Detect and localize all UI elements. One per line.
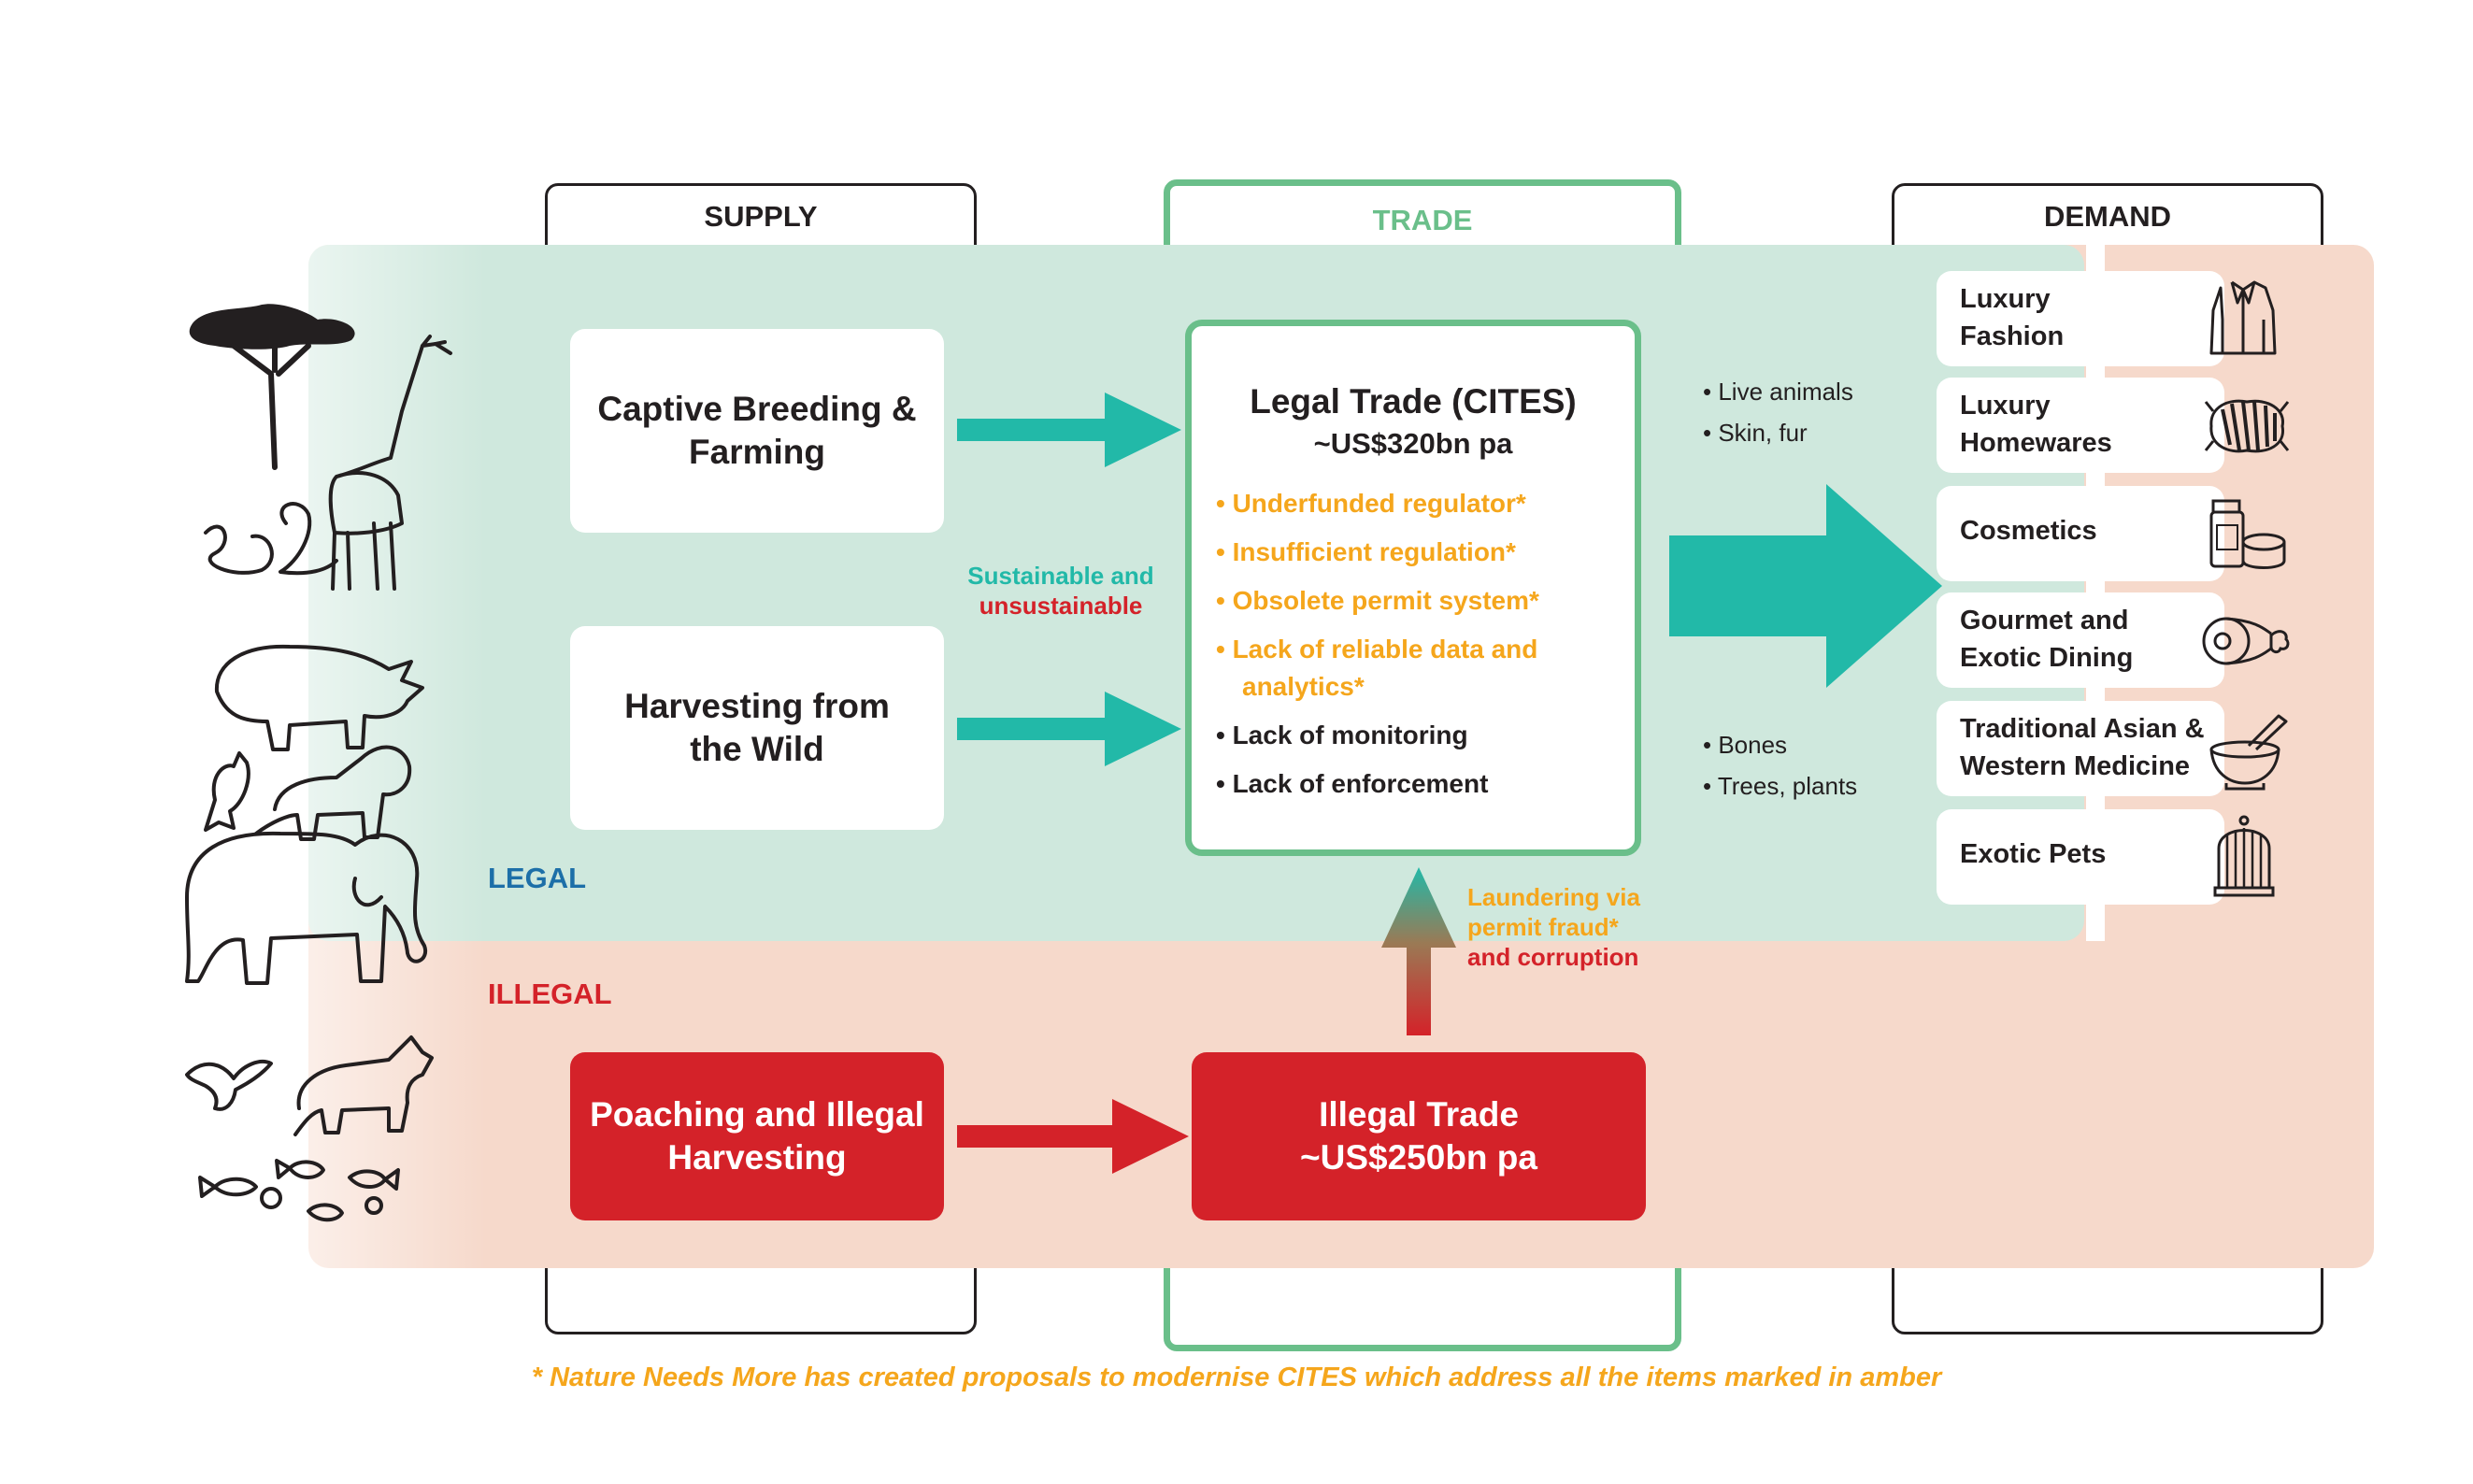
- demand-luxury-homewares: Luxury Homewares: [1937, 378, 2290, 473]
- demand-heading: DEMAND: [2043, 200, 2172, 233]
- supply-heading: SUPPLY: [704, 200, 818, 233]
- captive-breeding-box: Captive Breeding & Farming: [570, 329, 944, 533]
- issue-regulation: • Insufficient regulation*: [1216, 537, 1516, 566]
- giraffe-icon: [328, 335, 452, 591]
- lion-icon: [254, 745, 412, 841]
- cosmetic-jar-icon: [2209, 499, 2286, 569]
- snake-icon: [204, 524, 274, 575]
- demand-cosmetics: Cosmetics: [1937, 486, 2286, 581]
- trade-heading: TRADE: [1372, 204, 1473, 236]
- illegal-trade-title: Illegal Trade: [1319, 1095, 1519, 1134]
- demand-label: Gourmet and Exotic Dining: [1960, 606, 2134, 673]
- wolf-icon: [293, 1035, 434, 1136]
- sustainable-text: Sustainable and: [967, 562, 1154, 590]
- wild-arrow: [957, 692, 1181, 766]
- zebra-rug-icon: [2204, 399, 2290, 453]
- fish-icon: [198, 1159, 400, 1222]
- illegal-trade-value: ~US$250bn pa: [1300, 1138, 1537, 1177]
- mortar-pestle-icon: [2209, 714, 2288, 791]
- acacia-tree-icon: [189, 304, 355, 470]
- demand-label: Luxury Fashion: [1960, 284, 2065, 351]
- sustainable-note: Sustainable and unsustainable: [944, 561, 1178, 621]
- product-bones: • Bones: [1703, 731, 1788, 759]
- legal-trade-box: Legal Trade (CITES) ~US$320bn pa • Under…: [1185, 320, 1641, 856]
- harvesting-wild-label: Harvesting from the Wild: [624, 687, 890, 768]
- product-skin-fur: • Skin, fur: [1703, 419, 1808, 447]
- harvesting-wild-box: Harvesting from the Wild: [570, 626, 944, 830]
- issue-monitoring: • Lack of monitoring: [1216, 721, 1468, 749]
- product-trees-plants: • Trees, plants: [1703, 772, 1858, 800]
- poaching-label: Poaching and Illegal Harvesting: [590, 1095, 924, 1177]
- demand-arrow: [1669, 484, 1942, 688]
- illegal-label: ILLEGAL: [488, 977, 612, 1010]
- illegal-trade-box: Illegal Trade ~US$250bn pa: [1192, 1052, 1646, 1220]
- laundering-line2: permit fraud*: [1467, 913, 1619, 941]
- demand-traditional-medicine: Traditional Asian & Western Medicine: [1937, 701, 2288, 796]
- poaching-box: Poaching and Illegal Harvesting: [570, 1052, 944, 1220]
- eagle-icon: [204, 751, 250, 832]
- legal-label: LEGAL: [488, 862, 587, 894]
- demand-luxury-fashion: Luxury Fashion: [1937, 271, 2277, 366]
- demand-label: Traditional Asian & Western Medicine: [1960, 714, 2205, 781]
- demand-label: Luxury Homewares: [1960, 391, 2112, 458]
- issue-enforcement: • Lack of enforcement: [1216, 769, 1489, 798]
- captive-breeding-label: Captive Breeding & Farming: [597, 390, 917, 471]
- legal-trade-title: Legal Trade (CITES): [1250, 382, 1577, 421]
- demand-label: Exotic Pets: [1960, 839, 2107, 869]
- captive-arrow: [957, 392, 1181, 467]
- elephant-icon: [185, 831, 428, 985]
- meat-icon: [2202, 617, 2290, 665]
- birdcage-icon: [2213, 815, 2275, 897]
- footnote: * Nature Needs More has created proposal…: [531, 1363, 1942, 1392]
- cobra-icon: [279, 502, 338, 576]
- rhino-icon: [214, 644, 424, 751]
- issue-permit: • Obsolete permit system*: [1216, 586, 1539, 615]
- issue-underfunded: • Underfunded regulator*: [1216, 489, 1526, 518]
- laundering-line3: and corruption: [1467, 943, 1639, 971]
- issue-data: • Lack of reliable data and: [1216, 635, 1538, 664]
- coat-icon: [2209, 280, 2277, 355]
- product-live-animals: • Live animals: [1703, 378, 1853, 406]
- unsustainable-text: unsustainable: [979, 592, 1143, 620]
- demand-gourmet-dining: Gourmet and Exotic Dining: [1937, 592, 2290, 688]
- demand-label: Cosmetics: [1960, 516, 2097, 546]
- legal-trade-value: ~US$320bn pa: [1313, 427, 1513, 460]
- laundering-arrow: [1381, 867, 1456, 1035]
- wildlife-illustration: [185, 304, 452, 1222]
- issue-data-cont: analytics*: [1242, 672, 1365, 701]
- laundering-note: Laundering via permit fraud* and corrupt…: [1467, 882, 1640, 972]
- poaching-arrow: [957, 1099, 1189, 1174]
- flying-bird-icon: [185, 1060, 273, 1111]
- laundering-line1: Laundering via: [1467, 883, 1640, 911]
- demand-exotic-pets: Exotic Pets: [1937, 809, 2275, 905]
